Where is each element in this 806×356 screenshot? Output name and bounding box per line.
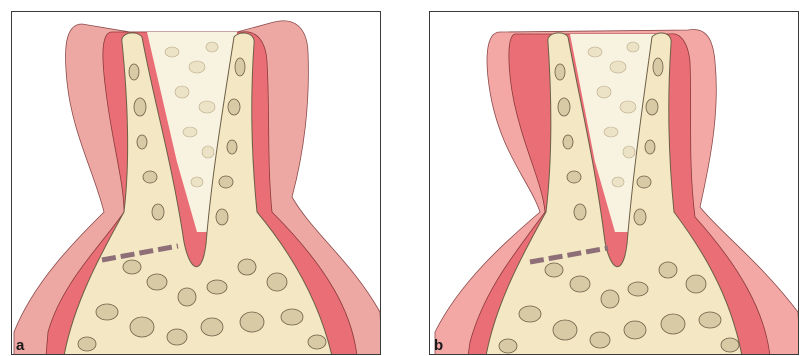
panel-label: b bbox=[434, 338, 443, 353]
panel-a-illustration bbox=[12, 12, 381, 355]
panel-a: a bbox=[11, 11, 381, 355]
panel-label: a bbox=[16, 338, 24, 353]
panel-b-illustration bbox=[430, 12, 799, 355]
panel-b: b bbox=[429, 11, 799, 355]
